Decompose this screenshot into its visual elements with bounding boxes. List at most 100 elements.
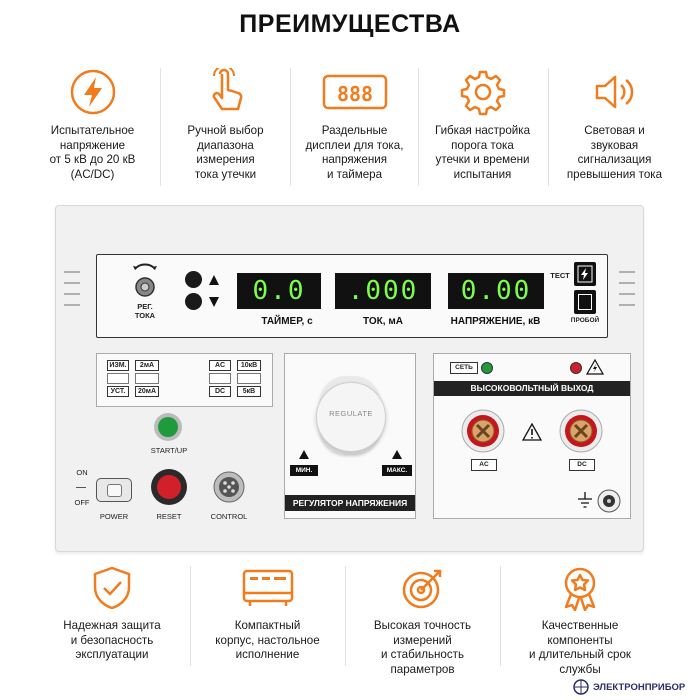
feature-text: Гибкая настройка (434, 124, 531, 137)
feature-text: дисплеи для тока, (305, 138, 404, 152)
award-medal-icon (564, 567, 596, 611)
current-display: .000 (335, 273, 431, 309)
lightning-icon (577, 265, 593, 283)
feature-text: Качественные (541, 619, 619, 632)
min-triangle-icon (299, 450, 309, 459)
brand-logo-icon (573, 679, 589, 695)
feature-text: и безопасность (70, 633, 154, 647)
feature-text: Компактный (234, 619, 301, 632)
range-button[interactable] (135, 373, 159, 384)
arrow-down-icon (209, 297, 219, 307)
feature-text: тока утечки (194, 167, 257, 181)
vent (64, 293, 80, 295)
voltage-regulator-panel: REGULATE МИН. МАКС. РЕГУЛЯТОР НАПРЯЖЕНИЯ (284, 353, 416, 519)
power-label: POWER (99, 512, 129, 521)
feature-text: Высокая точность (373, 619, 472, 632)
brand-name: ЭЛЕКТРОНПРИБОР (593, 682, 686, 693)
feature-text: корпус, настольное (215, 633, 320, 647)
feature-text: и таймера (326, 167, 383, 181)
up-button[interactable] (185, 271, 202, 288)
key-label-5kv: 5кВ (237, 386, 261, 397)
feature-text: Ручной выбор (187, 124, 264, 137)
divider (500, 566, 501, 666)
breakdown-indicator (574, 290, 596, 314)
device-case-icon (242, 569, 293, 606)
dc-terminal[interactable] (559, 409, 603, 453)
divider (345, 566, 346, 666)
feature-displays: 888 Раздельные дисплеи для тока, напряже… (292, 68, 417, 182)
feature-text: параметров (390, 662, 455, 676)
key-label-ac: AC (209, 360, 231, 371)
warning-icon (522, 423, 542, 441)
down-button[interactable] (185, 293, 202, 310)
feature-text: напряжение (59, 138, 126, 152)
ground-icon (578, 492, 592, 508)
shield-check-icon (93, 566, 131, 610)
max-triangle-icon (392, 450, 402, 459)
voltage-regulator-knob[interactable]: REGULATE (316, 382, 386, 452)
feature-voltage: Испытательное напряжение от 5 кВ до 20 к… (30, 68, 155, 182)
feature-text: Световая и (584, 124, 645, 137)
acdc-button[interactable] (209, 373, 231, 384)
key-label-ust: УСТ. (107, 386, 129, 397)
key-label-dc: DC (209, 386, 231, 397)
feature-text: измерения (196, 153, 255, 166)
vent (619, 282, 635, 284)
regulate-text: REGULATE (329, 409, 373, 418)
feature-text: превышения тока (566, 167, 663, 181)
control-label: CONTROL (210, 512, 248, 521)
control-connector[interactable] (213, 471, 245, 503)
feature-text: испытания (453, 167, 512, 181)
display-panel: РЕГ. ТОКА 0.0 .000 0.00 ТАЙМЕР, с ТОК, м… (96, 254, 608, 338)
voltage-label: НАПРЯЖЕНИЕ, кВ (450, 316, 541, 327)
test-button[interactable] (574, 262, 596, 286)
lightning-bolt-icon (70, 69, 115, 115)
power-switch-rocker (107, 484, 122, 497)
divider (548, 68, 549, 186)
power-switch[interactable] (96, 478, 132, 502)
reset-button[interactable] (157, 475, 181, 499)
warning-icon (586, 359, 604, 375)
reg-label: ТОКА (134, 311, 156, 320)
current-regulator-knob[interactable] (125, 261, 165, 301)
mains-label: СЕТЬ (450, 362, 478, 374)
feature-text: утечки и времени (435, 153, 530, 166)
feature-text: порога тока (451, 138, 514, 152)
gear-icon (460, 70, 505, 116)
feature-text: диапазона (197, 138, 254, 152)
start-up-button[interactable] (158, 417, 178, 437)
current-label: ТОК, мА (363, 316, 403, 327)
vent (64, 271, 80, 273)
feature-text: Испытательное (50, 124, 135, 137)
test-label: ТЕСТ (550, 271, 570, 280)
breakdown-frame (578, 294, 592, 310)
feature-safety: Надежная защита и безопасность эксплуата… (47, 565, 177, 663)
range-keypad: ИЗМ. УСТ. 2мА 20мА AC DC 10кВ 5кВ (96, 353, 273, 407)
ac-terminal[interactable] (461, 409, 505, 453)
page-title: ПРЕИМУЩЕСТВА (239, 10, 461, 38)
vent (64, 282, 80, 284)
device-body: РЕГ. ТОКА 0.0 .000 0.00 ТАЙМЕР, с ТОК, м… (55, 205, 644, 552)
mains-indicator (481, 362, 493, 374)
feature-text: и стабильность (380, 648, 465, 661)
feature-alarm: Световая и звуковая сигнализация превыше… (552, 68, 677, 182)
divider (160, 68, 161, 186)
feature-text: Раздельные (321, 124, 388, 137)
arrow-up-icon (209, 275, 219, 285)
feature-text: сигнализация (577, 153, 652, 166)
on-label: ON (76, 468, 88, 477)
feature-text: службы (559, 662, 601, 676)
feature-accuracy: Высокая точность измерений и стабильност… (355, 565, 490, 677)
kv-range-button[interactable] (237, 373, 261, 384)
ac-terminal-label: AC (471, 459, 497, 471)
key-label-2ma: 2мА (135, 360, 159, 371)
ground-terminal[interactable] (597, 489, 621, 513)
mode-button[interactable] (107, 373, 129, 384)
vent (619, 271, 635, 273)
key-label-20ma: 20мА (135, 386, 159, 397)
feature-text: компоненты (547, 633, 613, 647)
key-label-10kv: 10кВ (237, 360, 261, 371)
timer-display: 0.0 (237, 273, 321, 309)
feature-text: звуковая (590, 138, 639, 152)
regulator-band: РЕГУЛЯТОР НАПРЯЖЕНИЯ (285, 495, 415, 511)
